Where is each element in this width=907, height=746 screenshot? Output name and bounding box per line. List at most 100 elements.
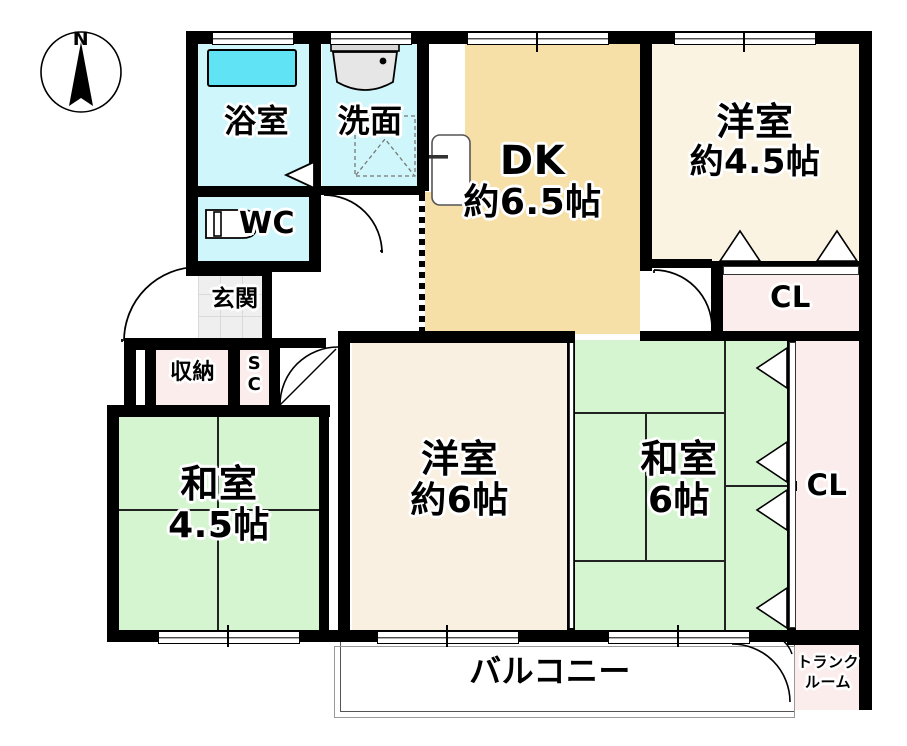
window-mullion xyxy=(227,625,229,647)
interior-wall-hall-dk xyxy=(417,31,429,191)
hall-door-swing-sw xyxy=(278,345,340,407)
room-fill-bedroom-center xyxy=(352,340,567,630)
vanity-sink-fixture xyxy=(329,42,401,98)
window-mullion xyxy=(743,32,745,52)
tatami-line xyxy=(217,509,219,630)
room-label-sc-line2: C xyxy=(247,373,262,395)
room-label-trunk-line2: ルーム xyxy=(804,673,852,692)
window-bedroom-ne-top xyxy=(674,32,816,45)
interior-wall-wc-right xyxy=(309,192,321,272)
closet-east-slide-arrow xyxy=(755,346,789,390)
washer-space xyxy=(354,115,416,177)
room-label-washitsu-sw-area: 4.5帖 xyxy=(168,504,270,546)
closet-ne-sliding-door xyxy=(723,266,859,275)
tatami-line xyxy=(217,413,219,509)
washroom-door-swing xyxy=(322,193,384,255)
interior-wall-cl-ne-bottom xyxy=(711,331,859,341)
room-label-dk-area: 約6.5帖 xyxy=(463,182,602,223)
kitchen-counter-fixture xyxy=(428,133,471,208)
balcony-door-swing xyxy=(730,642,792,704)
tatami-line xyxy=(645,412,647,560)
closet-ne-slide-arrow xyxy=(718,229,762,263)
room-label-cl-east: CL xyxy=(806,468,848,502)
room-fill-trunk xyxy=(795,644,859,710)
toilet-fixture xyxy=(203,206,259,242)
interior-wall-trunk-top xyxy=(787,636,859,645)
window-mullion xyxy=(446,625,448,647)
room-fill-entrance xyxy=(198,272,272,338)
room-label-sc: S C xyxy=(239,353,270,395)
interior-wall-dk-bedroom-ne xyxy=(640,31,652,271)
interior-wall-storage-mid xyxy=(228,345,240,413)
entrance-porch xyxy=(124,272,198,338)
window-washitsu-se-bottom xyxy=(608,631,750,644)
interior-wall-ne-door-bottom xyxy=(640,331,714,341)
room-label-bedroom-ne-area: 約4.5帖 xyxy=(689,141,821,182)
tatami-line xyxy=(724,485,787,487)
interior-wall-storage-left xyxy=(145,345,156,413)
room-label-bedroom-center-area: 約6帖 xyxy=(410,479,509,521)
room-label-wc: WC xyxy=(238,206,296,241)
tatami-line xyxy=(217,509,319,511)
room-label-entrance: 玄関 xyxy=(211,286,259,312)
room-label-trunk-line1: トランク xyxy=(796,653,859,671)
room-label-washitsu-sw-name: 和室 xyxy=(180,462,258,506)
room-label-washitsu-se-name: 和室 xyxy=(640,437,718,481)
tatami-line xyxy=(119,509,217,511)
room-label-storage: 収納 xyxy=(169,360,215,385)
room-fill-storage xyxy=(155,345,230,407)
room-label-cl-ne: CL xyxy=(770,280,811,314)
tatami-line xyxy=(575,560,724,562)
interior-wall-sw-right xyxy=(319,413,329,631)
room-fill-sc xyxy=(239,345,270,407)
bath-door xyxy=(276,160,316,190)
room-label-dk: DK 約6.5帖 xyxy=(425,140,640,222)
compass-north-label: N xyxy=(72,28,90,50)
hall-sliding-door xyxy=(419,195,425,335)
interior-wall-dk-bottom xyxy=(425,331,575,341)
interior-wall-bath-washroom xyxy=(309,31,321,192)
trunk-door-swing xyxy=(758,630,794,656)
balcony-outer-edge xyxy=(334,646,795,718)
interior-wall-cl-ne-left xyxy=(711,261,723,340)
room-label-bath: 浴室 xyxy=(223,102,289,140)
interior-wall-sc-right xyxy=(269,345,280,413)
compass-rose: N xyxy=(38,28,124,114)
exterior-wall-right xyxy=(859,31,872,710)
room-fill-washitsu-sw xyxy=(119,413,319,630)
window-bath xyxy=(212,32,294,45)
interior-wall-hall-ne-bottom xyxy=(640,259,712,268)
room-fill-cl-ne xyxy=(722,266,859,333)
interior-wall-washroom-bottom xyxy=(321,186,425,195)
room-label-balcony: バルコニー xyxy=(469,652,631,690)
interior-wall-cl-ne-top xyxy=(711,261,859,269)
room-fill-hallway xyxy=(315,192,425,337)
sliding-door-track-dashed xyxy=(716,337,788,341)
interior-wall-storage-top xyxy=(136,338,326,348)
closet-east-slide-arrow xyxy=(755,440,789,484)
interior-wall-center-room-left xyxy=(338,331,350,630)
window-bedroom-center-bottom xyxy=(377,631,519,644)
closet-ne-slide-arrow xyxy=(815,229,859,263)
exterior-wall-left-lower xyxy=(107,405,119,642)
room-label-bedroom-center: 洋室 約6帖 xyxy=(352,437,567,521)
room-label-trunk: トランク ルーム xyxy=(792,652,864,693)
bedroom-ne-door-swing xyxy=(652,268,714,330)
room-fill-cl-east xyxy=(795,340,859,630)
closet-east-slide-arrow xyxy=(755,586,789,630)
room-label-washroom: 洗面 xyxy=(337,102,403,140)
window-dk-top xyxy=(467,32,609,45)
exterior-wall-left-upper xyxy=(186,31,198,272)
closet-east-sliding-door xyxy=(789,342,796,628)
room-label-washitsu-se: 和室 6帖 xyxy=(573,437,785,520)
room-label-dk-name: DK xyxy=(499,138,566,184)
room-label-washitsu-sw: 和室 4.5帖 xyxy=(119,462,319,546)
entrance-door-swing xyxy=(120,263,200,343)
room-label-bedroom-center-name: 洋室 xyxy=(420,437,498,481)
tatami-line xyxy=(575,412,724,414)
exterior-wall-entrance-left xyxy=(124,338,136,413)
window-washitsu-sw-bottom xyxy=(158,631,300,644)
closet-east-slide-arrow xyxy=(755,488,789,532)
bathtub-fixture xyxy=(207,49,297,87)
